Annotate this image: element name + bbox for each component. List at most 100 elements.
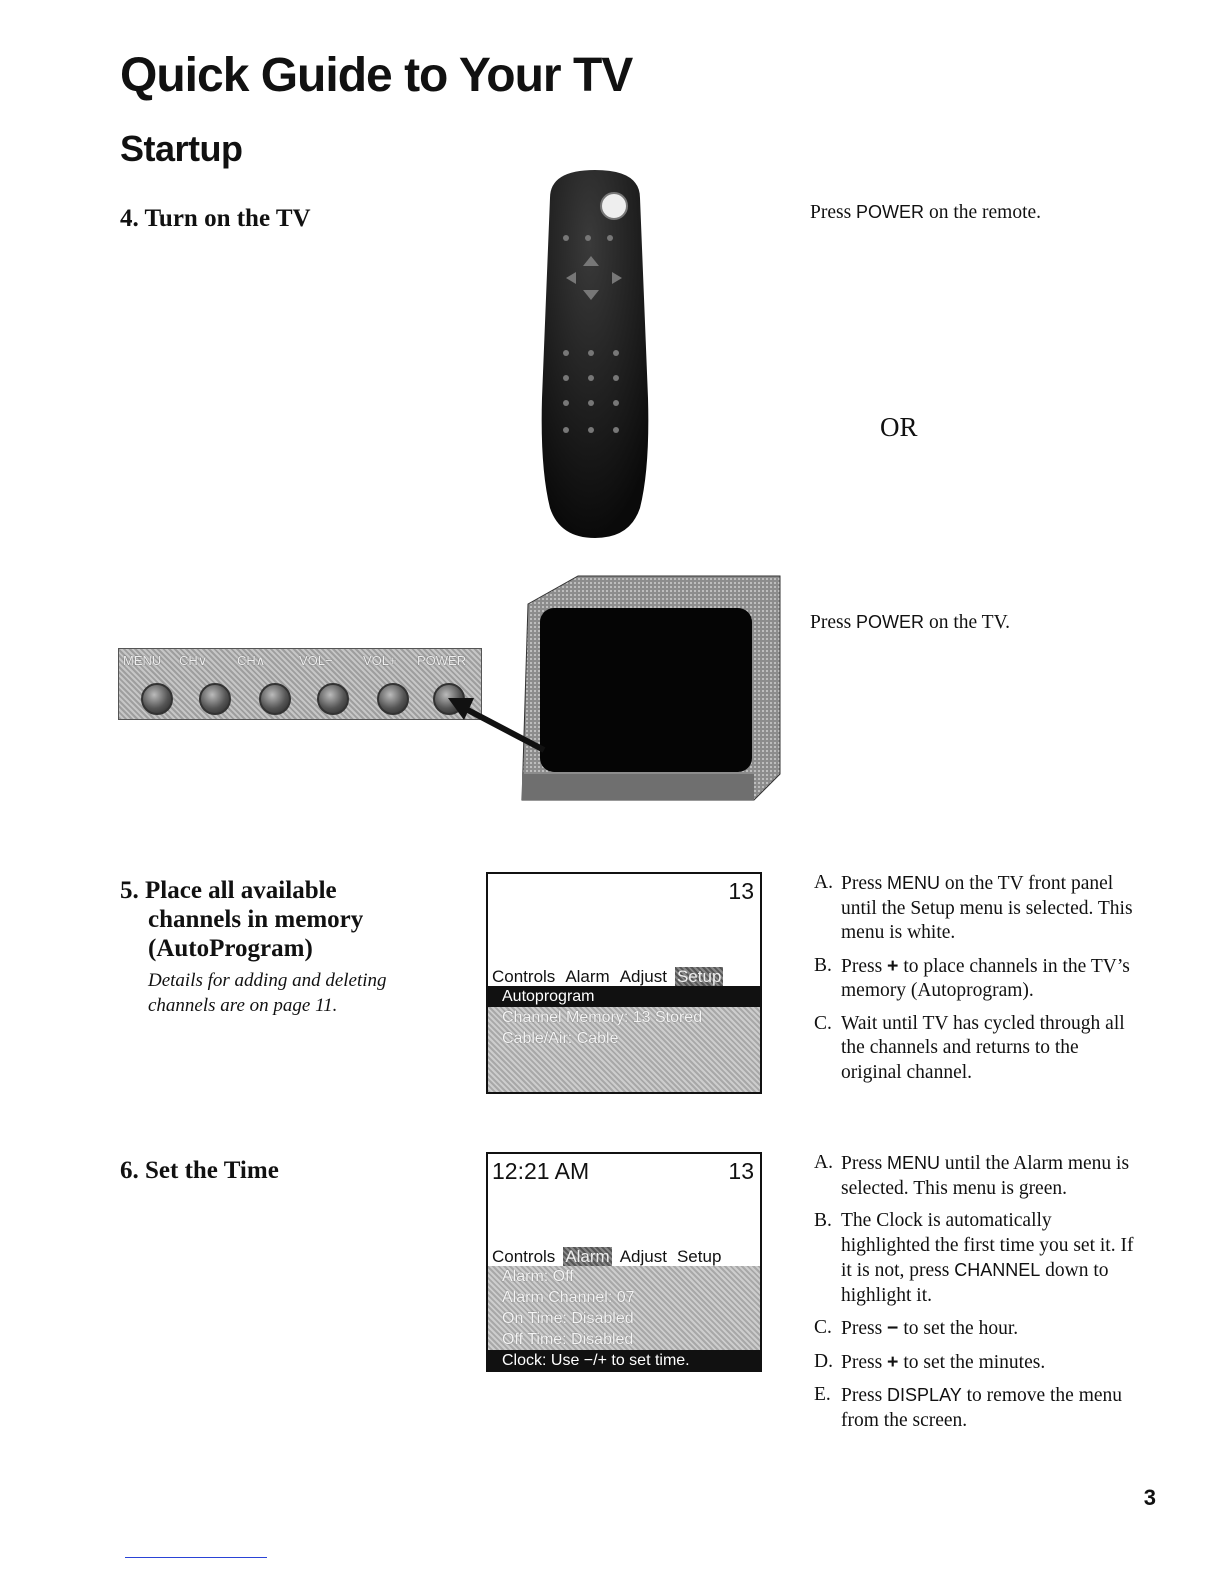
key-label: MENU — [887, 873, 941, 893]
key-label: − — [887, 1317, 899, 1339]
instruction-text: Wait until TV has cycled through all the… — [841, 1012, 1125, 1083]
tab-setup: Setup — [674, 967, 724, 986]
tab-alarm: Alarm — [563, 1247, 612, 1266]
step5-instruction-b: B. Press + to place channels in the TV’s … — [814, 954, 1134, 1004]
footer-rule — [125, 1557, 267, 1558]
instruction-text: down to highlight it. — [841, 1260, 1109, 1306]
tab-adjust: Adjust — [619, 1247, 667, 1266]
power-key-label: POWER — [856, 202, 925, 222]
menu-item-cable-air: Cable/Air: Cable — [502, 1030, 619, 1047]
list-letter: A. — [814, 1152, 833, 1173]
step6-instructions: A. Press MENU until the Alarm menu is sel… — [814, 1151, 1134, 1441]
menu-button — [141, 683, 173, 715]
instruction-text: on the TV. — [924, 612, 1011, 633]
power-key-label: POWER — [856, 612, 925, 632]
instruction-text: to set the minutes. — [898, 1351, 1046, 1373]
menu-item-off-time: Off Time: Disabled — [502, 1331, 634, 1348]
instruction-text: to place channels in the TV’s memory (Au… — [841, 955, 1130, 1002]
instruction-text: to set the hour. — [898, 1318, 1019, 1339]
setup-menu-screen: 13 Controls Alarm Adjust Setup Autoprogram … — [486, 872, 762, 1094]
panel-label-vol-up: VOL+ — [363, 653, 397, 668]
step6-instruction-e: E. Press DISPLAY to remove the menu from … — [814, 1383, 1134, 1433]
step6-title: 6. Set the Time — [120, 1157, 279, 1184]
tab-setup: Setup — [676, 1247, 722, 1266]
step5-note: Details for adding and deleting channels… — [148, 968, 387, 1018]
or-label: OR — [880, 412, 918, 442]
instruction-text: The Clock is automatically highlighted t… — [841, 1210, 1134, 1281]
step4-title: 4. Turn on the TV — [120, 205, 311, 232]
step6-instruction-b: B. The Clock is automatically highlighted… — [814, 1209, 1134, 1308]
menu-tabs: Controls Alarm Adjust Setup — [490, 967, 729, 987]
remote-power-instruction: Press POWER on the remote. — [810, 200, 1041, 226]
tv-front-panel: MENU CH∨ CH∧ VOL− VOL+ POWER — [118, 648, 482, 720]
volume-down-button — [317, 683, 349, 715]
step5-title-line: 5. Place all available — [120, 877, 337, 904]
step5-instruction-c: C. Wait until TV has cycled through all t… — [814, 1012, 1134, 1086]
menu-item-clock: Clock: Use −/+ to set time. — [488, 1350, 760, 1371]
instruction-text: Press — [841, 955, 888, 977]
menu-item-alarm-channel: Alarm Channel: 07 — [502, 1289, 635, 1306]
key-label: CHANNEL — [954, 1260, 1041, 1280]
volume-up-button — [377, 683, 409, 715]
list-letter: A. — [814, 872, 833, 893]
step5-instructions: A. Press MENU on the TV front panel until… — [814, 871, 1134, 1093]
list-letter: D. — [814, 1350, 833, 1372]
instruction-text: Press — [810, 612, 857, 633]
step6-instruction-c: C. Press − to set the hour. — [814, 1316, 1134, 1342]
panel-label-ch-down: CH∨ — [179, 653, 208, 668]
tab-controls: Controls — [492, 967, 556, 986]
step5-note-line: Details for adding and deleting — [148, 970, 387, 991]
list-letter: C. — [814, 1317, 832, 1338]
key-label: + — [887, 954, 899, 977]
key-label: + — [887, 1350, 899, 1373]
list-letter: E. — [814, 1384, 831, 1405]
instruction-text: Press — [841, 873, 888, 894]
tab-controls: Controls — [492, 1247, 556, 1266]
instruction-text: until the Alarm menu is selected. This m… — [841, 1153, 1130, 1199]
channel-number: 13 — [728, 878, 754, 904]
section-title: Startup — [120, 128, 243, 169]
step5-title-line: (AutoProgram) — [148, 935, 313, 962]
instruction-text: on the TV front panel until the Setup me… — [841, 873, 1133, 943]
menu-item-on-time: On Time: Disabled — [502, 1310, 634, 1327]
key-label: MENU — [887, 1153, 941, 1173]
clock-time: 12:21 AM — [492, 1158, 590, 1184]
instruction-text: Press — [841, 1385, 888, 1406]
step6-instruction-d: D. Press + to set the minutes. — [814, 1350, 1134, 1376]
menu-item-channel-memory: Channel Memory: 13 Stored — [502, 1009, 703, 1026]
tv-image — [518, 574, 784, 802]
setup-menu-list: Autoprogram Channel Memory: 13 Stored Ca… — [488, 986, 760, 1092]
page-title: Quick Guide to Your TV — [120, 49, 633, 102]
panel-label-ch-up: CH∧ — [237, 653, 266, 668]
step5-title: 5. Place all available channels in memor… — [120, 876, 363, 963]
instruction-text: on the remote. — [924, 202, 1042, 223]
channel-number: 13 — [728, 1158, 754, 1184]
key-label: DISPLAY — [887, 1385, 962, 1405]
page-number: 3 — [1143, 1485, 1156, 1510]
tab-adjust: Adjust — [619, 967, 667, 986]
channel-up-button — [259, 683, 291, 715]
remote-control-image — [536, 168, 654, 540]
instruction-text: Press — [841, 1318, 888, 1339]
instruction-text: Press — [841, 1351, 888, 1373]
instruction-text: Press — [841, 1153, 888, 1174]
list-letter: C. — [814, 1012, 832, 1034]
menu-item-autoprogram: Autoprogram — [488, 986, 760, 1007]
step5-instruction-a: A. Press MENU on the TV front panel until… — [814, 871, 1134, 946]
step5-title-line: channels in memory — [148, 906, 364, 933]
instruction-text: to remove the menu from the screen. — [841, 1385, 1123, 1431]
menu-tabs: Controls Alarm Adjust Setup — [490, 1247, 729, 1267]
list-letter: B. — [814, 954, 832, 976]
alarm-menu-list: Alarm: Off Alarm Channel: 07 On Time: Di… — [488, 1266, 760, 1371]
instruction-text: Press — [810, 202, 857, 223]
panel-label-power: POWER — [417, 653, 467, 668]
panel-label-menu: MENU — [123, 653, 162, 668]
step6-instruction-a: A. Press MENU until the Alarm menu is sel… — [814, 1151, 1134, 1201]
step5-note-line: channels are on page 11. — [148, 995, 338, 1016]
tv-power-instruction: Press POWER on the TV. — [810, 610, 1010, 636]
pointer-arrow-icon — [448, 698, 546, 753]
panel-label-vol-down: VOL− — [299, 653, 333, 668]
tab-alarm: Alarm — [565, 967, 610, 986]
list-letter: B. — [814, 1210, 832, 1231]
channel-down-button — [199, 683, 231, 715]
